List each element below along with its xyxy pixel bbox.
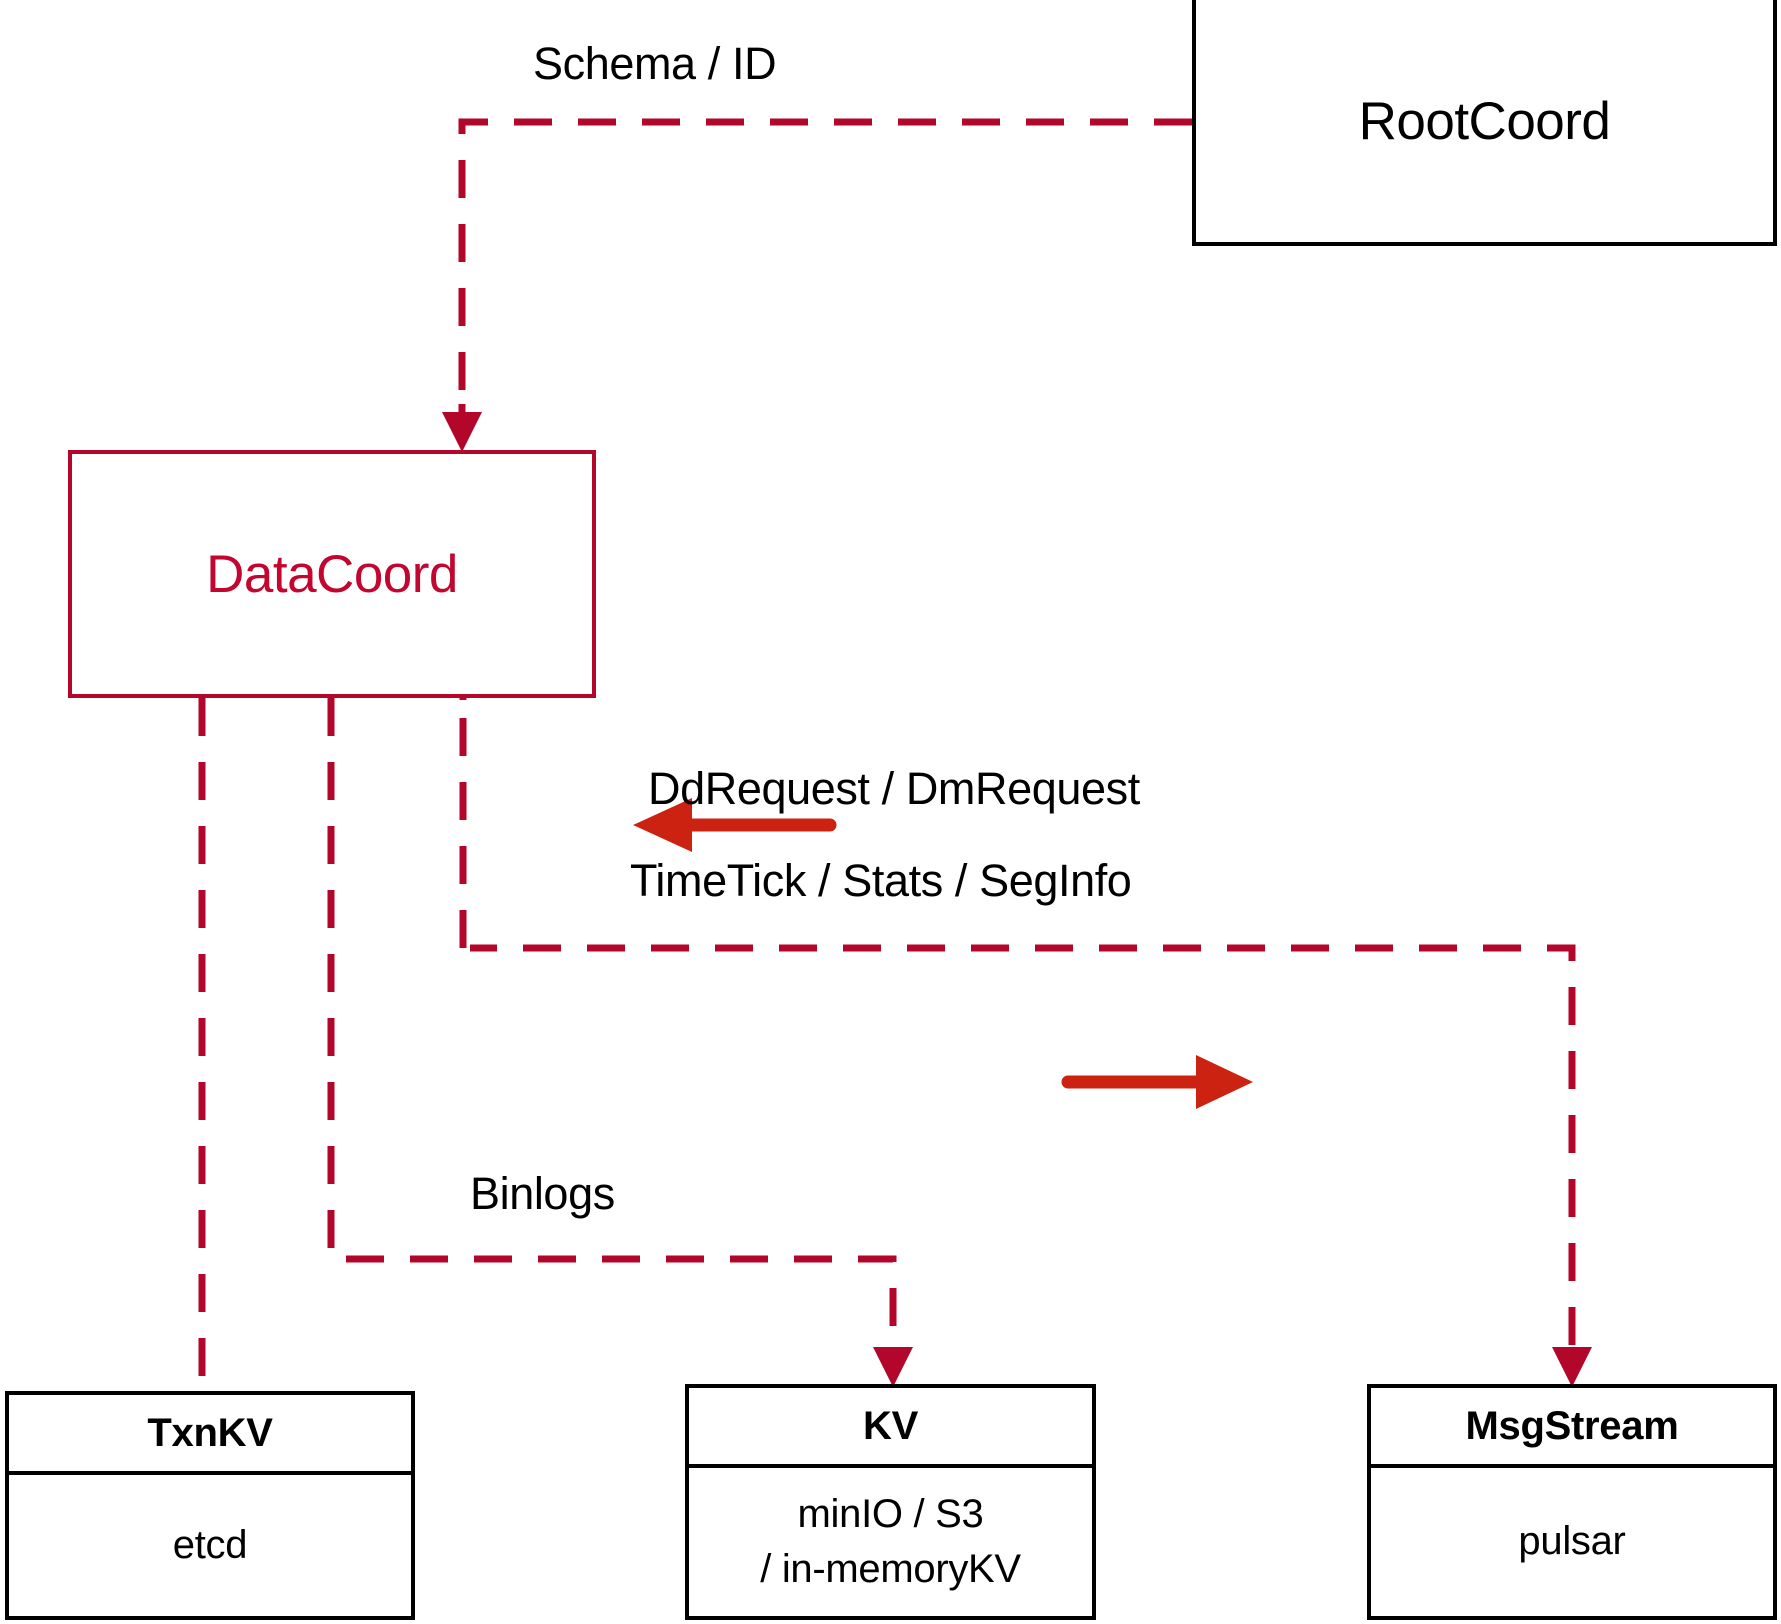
edge-binlogs [327,698,913,1387]
node-kv-body: minIO / S3 / in-memoryKV [689,1468,1092,1616]
edge-label-binlogs: Binlogs [470,1168,615,1219]
node-kv[interactable]: KV minIO / S3 / in-memoryKV [685,1384,1096,1620]
edge-label-timetick: TimeTick / Stats / SegInfo [630,855,1132,906]
direction-arrow-left [633,798,837,852]
node-msgstream-body: pulsar [1371,1468,1773,1616]
node-kv-body-line2: / in-memoryKV [760,1547,1021,1591]
direction-arrow-right [1061,1055,1253,1109]
edge-label-schema-id: Schema / ID [533,38,777,89]
edge-schema-id [442,118,1192,452]
edge-label-ddrequest: DdRequest / DmRequest [648,763,1140,814]
node-txnkv-body-line1: etcd [172,1522,248,1567]
node-txnkv[interactable]: TxnKV etcd [5,1391,415,1620]
node-kv-header: KV [689,1388,1092,1468]
node-rootcoord-title: RootCoord [1358,91,1611,151]
node-txnkv-body: etcd [9,1475,411,1616]
node-rootcoord[interactable]: RootCoord [1192,0,1777,246]
node-datacoord[interactable]: DataCoord [68,450,596,698]
node-txnkv-header: TxnKV [9,1395,411,1475]
node-kv-body-line1: minIO / S3 [797,1491,984,1536]
node-msgstream-body-line1: pulsar [1518,1519,1626,1564]
node-msgstream-header: MsgStream [1371,1388,1773,1468]
node-msgstream[interactable]: MsgStream pulsar [1367,1384,1777,1620]
node-datacoord-title: DataCoord [206,544,458,604]
